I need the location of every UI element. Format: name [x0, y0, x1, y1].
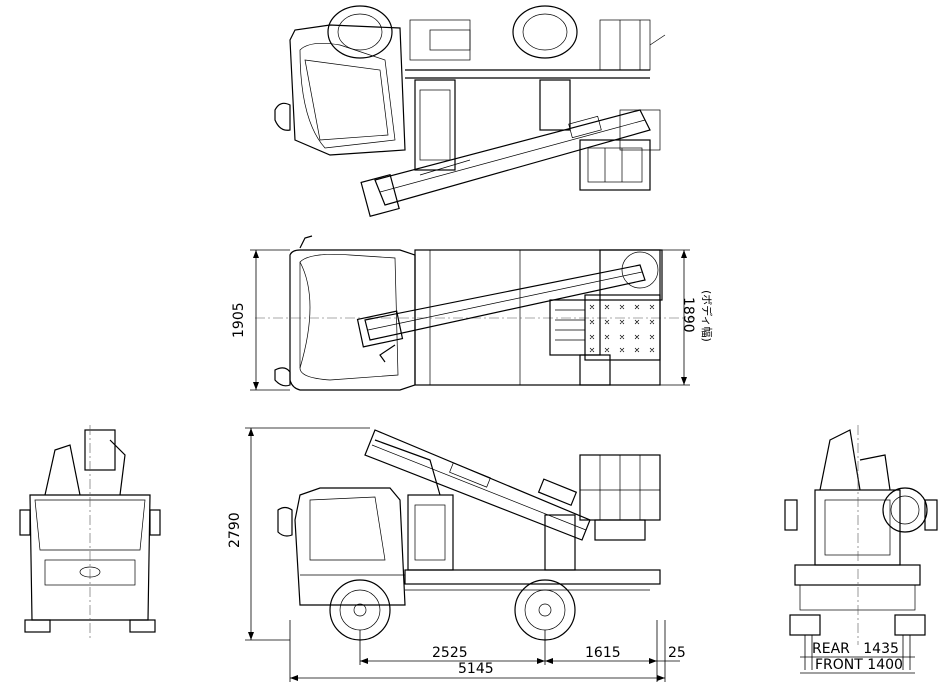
- front-track-word: FRONT: [815, 657, 863, 673]
- rear-track-word: REAR: [812, 641, 850, 657]
- rear-view: [784, 425, 938, 674]
- rear-overhang-label: 1615: [585, 645, 621, 661]
- rear-track-label: REAR 1435: [812, 642, 899, 656]
- wheelbase-label: 2525: [432, 645, 468, 661]
- overall-length-label: 5145: [458, 661, 494, 677]
- overall-height-label: 2790: [227, 512, 243, 548]
- front-view: [19, 425, 161, 640]
- rear-track-value: 1435: [863, 641, 899, 657]
- body-width-label: 1890: [680, 297, 696, 333]
- overall-width-label: 1905: [231, 302, 247, 338]
- side-view: [245, 427, 680, 682]
- grating-pattern: [555, 304, 655, 353]
- body-width-note: (ボディ幅): [700, 290, 713, 342]
- plan-view-stowed: [274, 5, 666, 218]
- front-track-label: FRONT 1400: [815, 658, 903, 672]
- top-view: [250, 235, 695, 391]
- front-track-value: 1400: [867, 657, 903, 673]
- rear-extra-label: 25: [668, 645, 686, 661]
